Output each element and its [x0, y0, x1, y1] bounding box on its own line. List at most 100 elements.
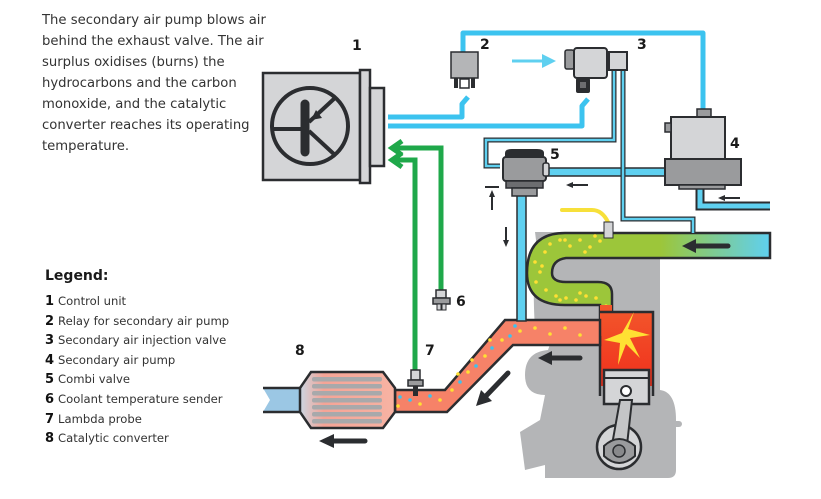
catalyst-substrate: [312, 377, 382, 424]
exhaust-particle: [578, 333, 582, 337]
pump-tab: [664, 122, 672, 133]
air-flow-arrowhead: [566, 182, 573, 188]
relay-pin: [454, 78, 458, 88]
description-text: The secondary air pump blows air behind …: [42, 13, 266, 154]
combi-valve-inlet: [542, 162, 550, 177]
fuel-droplet: [548, 242, 552, 246]
legend-number: 2: [45, 313, 55, 329]
control-unit: [261, 68, 386, 185]
exhaust-particle: [548, 332, 552, 336]
legend-number: 1: [45, 294, 55, 309]
valve-down-arrowhead: [503, 240, 509, 247]
callout-1: 1: [352, 38, 362, 54]
cylinder: [595, 305, 655, 471]
callout-6: 6: [456, 294, 466, 310]
legend-label: Relay for secondary air pump: [58, 313, 230, 328]
control-to-relay-wire: [388, 95, 470, 120]
pump-intake-pipe: [697, 186, 770, 209]
exhaust-particle: [408, 398, 412, 402]
valve-port: [564, 49, 575, 70]
fuel-droplet: [558, 238, 562, 242]
legend-label: Secondary air injection valve: [58, 333, 227, 348]
valve-vacuum-head: [608, 51, 628, 71]
combi-valve-cap: [505, 149, 544, 157]
catalyst-channel: [312, 398, 382, 403]
exhaust-particle: [428, 394, 432, 398]
exhaust-particle: [466, 370, 470, 374]
pump-terminal: [696, 108, 712, 118]
transistor-icon: [270, 86, 350, 166]
fuel-droplet: [598, 239, 602, 243]
exhaust-out-arrowhead: [319, 434, 334, 448]
legend-label: Catalytic converter: [58, 431, 169, 446]
relay-body: [450, 51, 479, 79]
exhaust-particle: [483, 354, 487, 358]
callout-5: 5: [550, 147, 560, 163]
exhaust-particle: [508, 334, 512, 338]
exhaust-particle: [438, 398, 442, 402]
wrist-pin: [620, 385, 632, 397]
exhaust-particle: [488, 338, 492, 342]
callout-8: 8: [295, 343, 305, 359]
cylinder-wall-right: [600, 310, 655, 396]
legend-number: 3: [45, 333, 55, 349]
exhaust-flow-arrow: [482, 370, 511, 400]
exhaust-flow-arrowhead-2: [538, 351, 552, 365]
exhaust-particle: [396, 404, 400, 408]
fuel-droplets: [533, 234, 608, 308]
callout-4: 4: [730, 136, 740, 152]
fuel-droplet: [554, 294, 558, 298]
fuel-droplet: [588, 245, 592, 249]
legend-title: Legend:: [45, 268, 109, 284]
exhaust-particle: [458, 380, 462, 384]
exhaust-particle: [450, 388, 454, 392]
intake-manifold: [525, 208, 772, 322]
sender-head: [435, 289, 447, 299]
exhaust-particle: [533, 326, 537, 330]
lambda-signal-wire: [395, 157, 418, 370]
sender-pin: [441, 303, 447, 311]
callout-2: 2: [480, 37, 490, 53]
legend-label: Lambda probe: [58, 411, 142, 426]
spark-icon: [604, 312, 650, 365]
combi-valve: [502, 149, 550, 197]
legend-label: Coolant temperature sender: [58, 391, 223, 406]
pump-intake-arrowhead: [718, 195, 725, 201]
fuel-droplet: [564, 296, 568, 300]
secondary-air-pump: [664, 108, 742, 190]
exhaust-particle: [513, 324, 517, 328]
relay-socket: [459, 78, 470, 89]
relay-to-pump-wire: [460, 30, 706, 110]
air-injection-pipe: [516, 192, 527, 322]
sensor-lines: [387, 138, 444, 370]
catalyst-channel: [312, 391, 382, 396]
fuel-droplet: [593, 234, 597, 238]
transistor-arrow: [311, 110, 322, 120]
catalyst-channel: [312, 384, 382, 389]
combi-valve-flange: [505, 180, 544, 189]
catalyst-channel: [312, 412, 382, 417]
transistor-collector: [307, 129, 338, 158]
control-to-valve-wire: [388, 97, 590, 129]
callout-3: 3: [637, 37, 647, 53]
catalyst-channel: [312, 377, 382, 382]
coolant-signal-wire: [395, 145, 444, 290]
probe-tip: [413, 386, 418, 396]
fuel-droplet: [578, 238, 582, 242]
combustion-chamber: [600, 305, 653, 386]
fuel-droplet: [558, 298, 562, 302]
fuel-droplet: [534, 280, 538, 284]
fuel-droplet: [568, 244, 572, 248]
fuel-droplet: [540, 264, 544, 268]
catalyst-channel: [312, 419, 382, 424]
relay: [450, 51, 479, 89]
exhaust-particle: [474, 364, 478, 368]
engine-nub: [672, 421, 682, 427]
legend-label: Control unit: [58, 294, 127, 308]
